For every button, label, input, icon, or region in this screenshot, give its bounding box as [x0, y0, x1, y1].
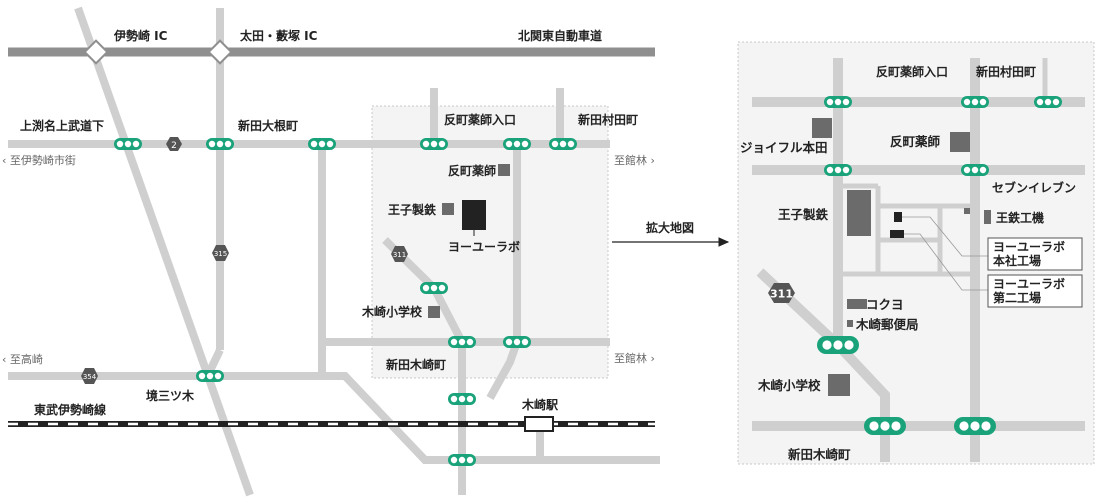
f2-callout-line2: 第二工場	[993, 290, 1041, 305]
signal-sakaimitsugi-icon	[196, 370, 224, 382]
yoyulab-hq-callout: ヨーユーラボ 本社工場	[987, 237, 1083, 271]
ota-ic-icon	[207, 39, 233, 65]
yoyulab-f2-callout: ヨーユーラボ 第二工場	[987, 274, 1083, 308]
oji-detail-label: 王子製鉄	[778, 207, 829, 222]
expressway	[8, 39, 655, 65]
yoyulab-label: ヨーユーラボ	[448, 239, 520, 254]
detail-map: 311 反町薬師入口 新田村田町 ジョイフル本田 反町薬師 セブンイレブン 王子…	[737, 41, 1095, 465]
tobu-line-label: 東武伊勢崎線	[34, 402, 106, 417]
signal-shindenkizaki-detail-icon	[864, 417, 906, 435]
signal-murata-icon	[549, 138, 577, 150]
kamifuchina-label: 上渕名上武道下	[20, 118, 104, 133]
kokuyo-label: コクヨ	[866, 297, 904, 312]
shinden-kizaki-detail-label: 新田木崎町	[788, 447, 851, 462]
shinden-murata-detail-label: 新田村田町	[976, 64, 1036, 79]
otetsu-building	[984, 210, 991, 224]
detail-zone-box	[371, 105, 609, 379]
to-takasaki-label: ‹ 至高崎	[2, 352, 43, 366]
signal-kamifuchina-icon	[114, 138, 142, 150]
signal-icon	[817, 336, 859, 354]
seven-eleven-label: セブンイレブン	[992, 180, 1076, 195]
route-311-detail-label: 311	[770, 288, 793, 301]
kokuyo-building	[847, 299, 867, 309]
oji-label: 王子製鉄	[388, 202, 436, 217]
kizaki-school-building	[428, 306, 440, 318]
post-office-label: 木崎郵便局	[855, 317, 919, 332]
otetsu-label: 王鉄工機	[996, 210, 1044, 225]
signal-icon	[824, 96, 852, 108]
route-311-shield-icon: 311	[391, 246, 408, 262]
to-isesaki-label: ‹ 至伊勢崎市街	[2, 153, 76, 167]
signal-icon	[420, 138, 448, 150]
yoyulab-building	[462, 200, 486, 230]
sorimachi-detail-building	[950, 132, 970, 152]
signal-icon	[448, 454, 476, 466]
hq-leader-line	[902, 216, 988, 257]
sorimachi-iriguchi-detail-label: 反町薬師入口	[876, 64, 948, 79]
shinden-kizaki-label: 新田木崎町	[386, 357, 446, 372]
signal-murata-detail-icon	[1034, 96, 1062, 108]
kizaki-station-label: 木崎駅	[521, 397, 559, 412]
signal-icon	[503, 336, 531, 348]
school-detail-label: 木崎小学校	[757, 378, 821, 393]
kizaki-station-icon	[524, 416, 554, 432]
ota-ic-label: 太田・藪塚 IC	[240, 28, 318, 43]
route-315-label: 315	[214, 250, 227, 258]
f2-leader-line	[904, 233, 988, 291]
oji-detail-building	[847, 190, 871, 236]
signal-shindenoone-icon	[206, 138, 234, 150]
school-detail-building	[828, 374, 850, 396]
yoyulab-hq-building	[894, 212, 902, 222]
signal-icon	[308, 138, 336, 150]
seven-eleven-building	[964, 208, 970, 214]
f2-callout-line1: ヨーユーラボ	[993, 276, 1065, 291]
route-2-shield-icon: 2	[166, 137, 182, 151]
route-2-label: 2	[171, 141, 177, 151]
expand-arrow: 拡大地図	[612, 220, 730, 247]
expand-label: 拡大地図	[646, 220, 694, 235]
signal-icon	[824, 164, 852, 176]
signal-sorimachi-icon	[503, 138, 531, 150]
route-315-shield-icon: 315	[212, 245, 229, 261]
sorimachi-building	[498, 164, 510, 176]
signal-icon	[420, 282, 448, 294]
sorimachi-label: 反町薬師	[448, 163, 496, 178]
overview-map: 2 315 311 354 伊勢崎 I	[2, 6, 660, 497]
tobu-railway	[8, 416, 655, 432]
yoyulab-f2-building	[890, 230, 904, 238]
shinden-murata-label: 新田村田町	[578, 112, 638, 127]
signal-shindenkizaki-icon	[448, 336, 476, 348]
joyful-label: ジョイフル本田	[740, 140, 828, 155]
isesaki-ic-icon	[83, 39, 109, 65]
signal-sorimachi-detail-icon	[961, 96, 989, 108]
oji-building	[442, 203, 454, 215]
to-tatebayashi-bottom-label: 至館林 ›	[614, 351, 655, 365]
joyful-building	[812, 118, 832, 138]
to-tatebayashi-top-label: 至館林 ›	[614, 153, 655, 167]
route-311-detail-shield-icon: 311	[768, 283, 795, 303]
hq-callout-line1: ヨーユーラボ	[993, 239, 1065, 254]
kizaki-school-label: 木崎小学校	[361, 304, 423, 319]
signal-icon	[954, 417, 996, 435]
sorimachi-iriguchi-label: 反町薬師入口	[444, 112, 516, 127]
hq-callout-line2: 本社工場	[993, 253, 1041, 268]
signal-icon	[961, 164, 989, 176]
route-311-label: 311	[393, 251, 406, 259]
shindenoone-label: 新田大根町	[238, 118, 298, 133]
post-office-building	[847, 320, 853, 327]
sorimachi-detail-label: 反町薬師	[890, 134, 941, 149]
isesaki-ic-label: 伊勢崎 IC	[113, 28, 168, 43]
route-354-label: 354	[83, 373, 97, 381]
sakaimitsugi-label: 境三ツ木	[146, 388, 195, 403]
expressway-label: 北関東自動車道	[518, 28, 602, 43]
route-354-shield-icon: 354	[81, 368, 98, 384]
signal-icon	[448, 393, 476, 405]
